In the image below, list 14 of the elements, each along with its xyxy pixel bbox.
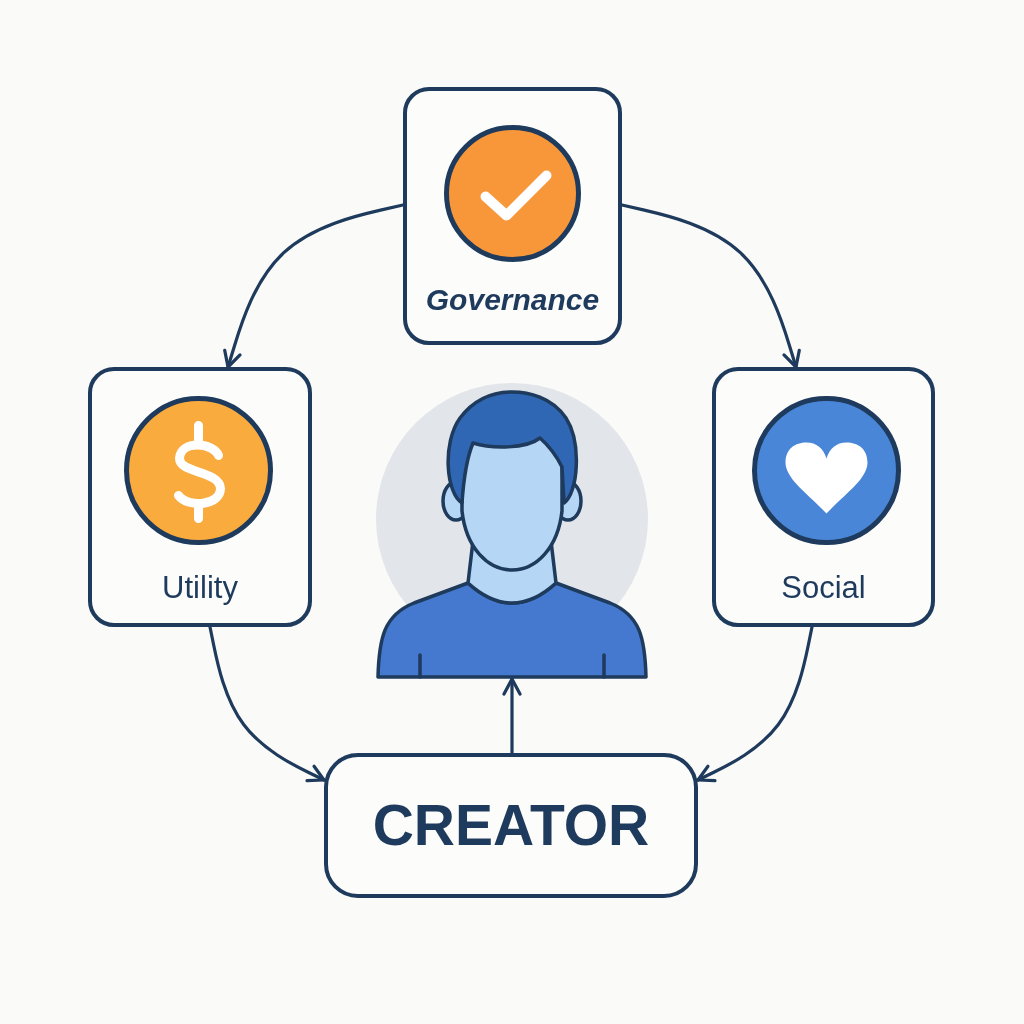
card-label: Social [781,570,866,606]
rounded-box [324,753,698,898]
card-label: Governance [425,282,600,318]
card-label: Utility [162,570,238,606]
box-label: CREATOR [372,793,650,859]
curved-arrow [696,625,814,783]
curved-arrow [502,677,522,755]
curved-arrow [620,203,801,369]
category-card [403,87,622,345]
curved-arrow [223,203,405,369]
category-card [88,367,312,627]
category-card [712,367,935,627]
curved-arrow [208,625,326,783]
person-illustration [376,383,648,679]
